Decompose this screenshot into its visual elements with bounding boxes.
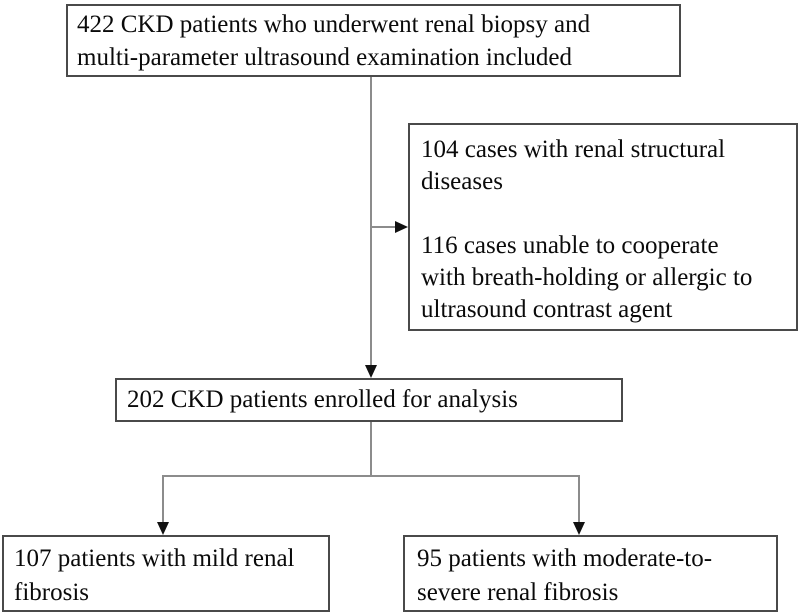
arrow-right-icon bbox=[395, 221, 408, 233]
connector-split-to-moderate-severe bbox=[578, 475, 580, 523]
node-text-line: 107 patients with mild renal bbox=[14, 545, 295, 572]
node-text-line: diseases bbox=[421, 168, 503, 195]
node-moderate-severe-fibrosis: 95 patients with moderate-to- severe ren… bbox=[403, 535, 778, 612]
node-text-line bbox=[421, 198, 790, 230]
node-text-line: ultrasound contrast agent bbox=[421, 296, 673, 323]
node-text-line: fibrosis bbox=[14, 579, 89, 606]
connector-enrolled-down bbox=[370, 421, 372, 477]
node-text-line: 116 cases unable to cooperate bbox=[421, 232, 719, 259]
arrow-down-icon bbox=[573, 522, 585, 535]
connector-split-to-mild bbox=[162, 475, 164, 523]
node-included-patients: 422 CKD patients who underwent renal bio… bbox=[66, 4, 681, 77]
connector-branch-to-excluded bbox=[371, 226, 396, 228]
node-excluded-cases: 104 cases with renal structural diseases… bbox=[408, 123, 798, 331]
node-text-line: severe renal fibrosis bbox=[417, 579, 619, 606]
node-text-line: multi-parameter ultrasound examination i… bbox=[77, 44, 572, 71]
node-text-line: 202 CKD patients enrolled for analysis bbox=[127, 386, 518, 413]
node-enrolled-patients: 202 CKD patients enrolled for analysis bbox=[115, 378, 623, 422]
node-text-line: 104 cases with renal structural bbox=[421, 136, 726, 163]
node-text-line: 95 patients with moderate-to- bbox=[417, 545, 713, 572]
node-text-line: with breath-holding or allergic to bbox=[421, 264, 753, 291]
node-text-line: 422 CKD patients who underwent renal bio… bbox=[77, 11, 591, 38]
node-mild-fibrosis: 107 patients with mild renal fibrosis bbox=[2, 535, 330, 612]
arrow-down-icon bbox=[157, 522, 169, 535]
connector-split-horizontal bbox=[162, 475, 580, 477]
connector-included-to-enrolled bbox=[370, 77, 372, 366]
arrow-down-icon bbox=[365, 365, 377, 378]
